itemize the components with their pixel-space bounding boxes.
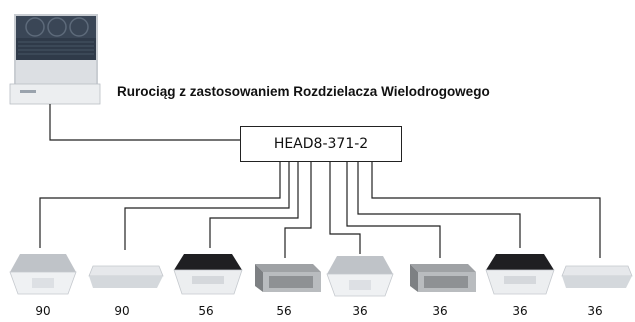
- indoor-unit-1: [8, 250, 78, 298]
- indoor-unit-4: [247, 258, 325, 298]
- indoor-unit-2: [85, 262, 165, 296]
- capacity-label-8: 36: [575, 304, 615, 318]
- diagram-title: Rurociąg z zastosowaniem Rozdzielacza Wi…: [117, 84, 490, 99]
- indoor-unit-6: [402, 258, 480, 298]
- header-model-label: HEAD8-371-2: [274, 136, 368, 152]
- capacity-label-4: 56: [264, 304, 304, 318]
- capacity-label-1: 90: [23, 304, 63, 318]
- capacity-label-7: 36: [500, 304, 540, 318]
- header-model-box: HEAD8-371-2: [240, 126, 402, 162]
- capacity-label-2: 90: [102, 304, 142, 318]
- capacity-label-5: 36: [340, 304, 380, 318]
- indoor-unit-5: [325, 252, 395, 300]
- indoor-unit-3: [172, 250, 244, 298]
- indoor-unit-7: [484, 250, 556, 298]
- capacity-label-6: 36: [420, 304, 460, 318]
- capacity-label-3: 56: [186, 304, 226, 318]
- indoor-unit-8: [558, 262, 634, 296]
